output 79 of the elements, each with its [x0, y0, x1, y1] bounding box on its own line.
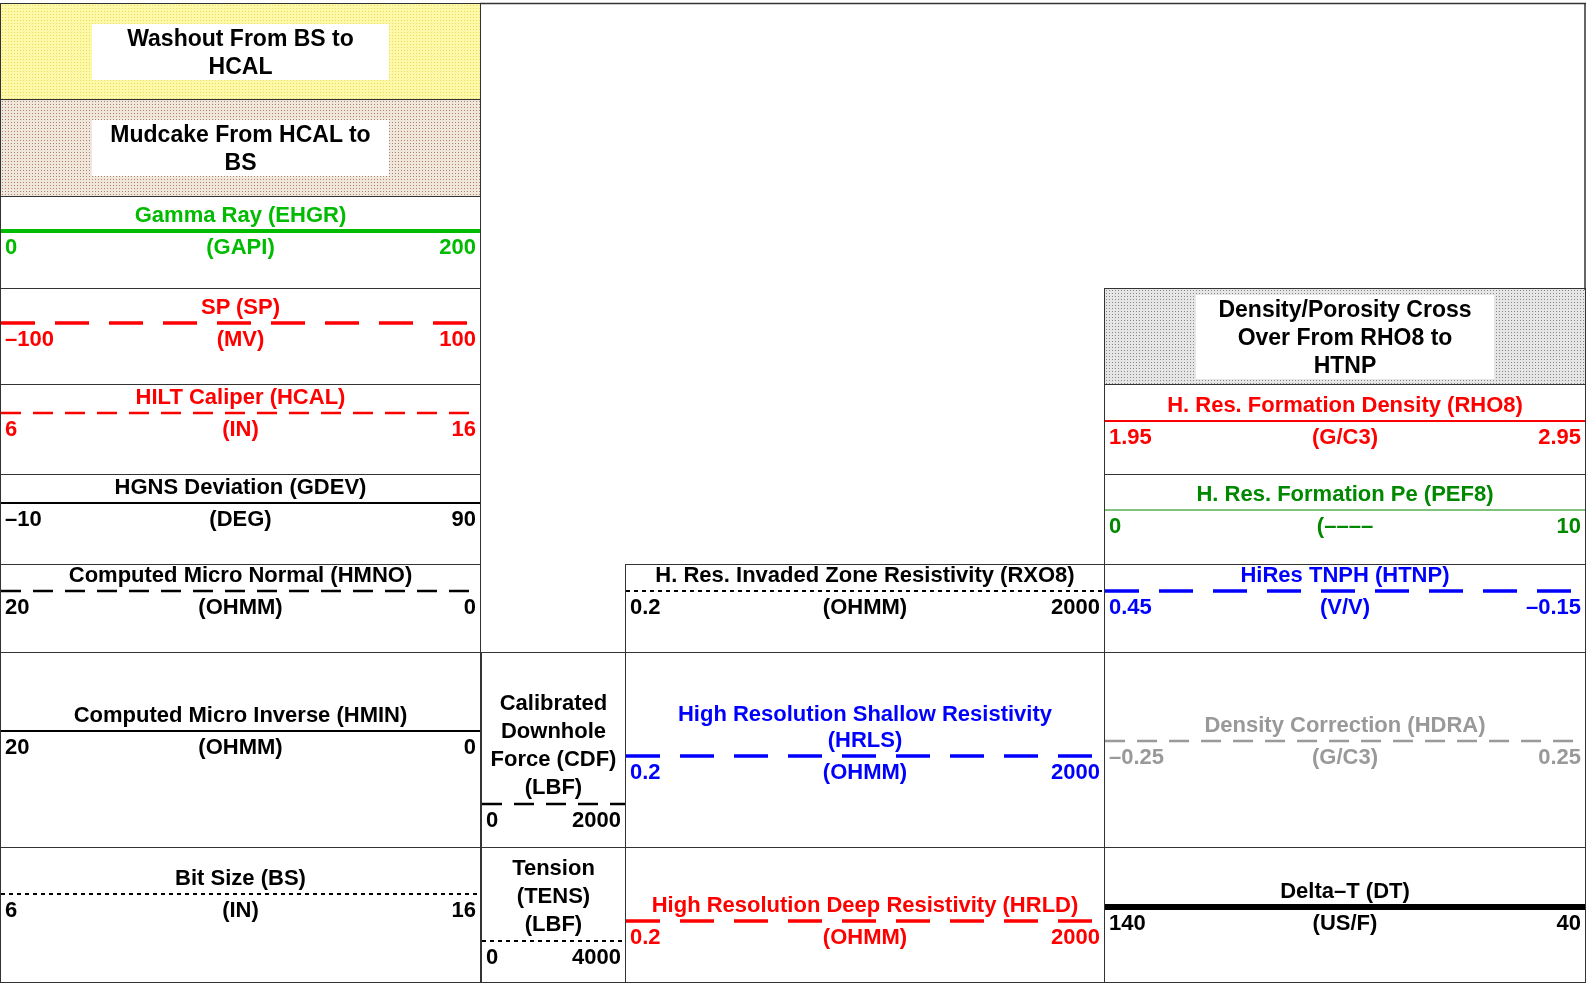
scale-value: 16 [451, 897, 476, 923]
scale-value: 0.2 [630, 924, 661, 950]
scale-value: 0 [463, 594, 476, 620]
curve-title: High Resolution Deep Resistivity (HRLD) [650, 892, 1080, 918]
curve-title: HiRes TNPH (HTNP) [1239, 562, 1451, 588]
unit-label: (OHMM) [198, 594, 283, 620]
track-header-cell [0, 196, 481, 289]
scale-value: 0 [486, 807, 499, 833]
scale-value: 6 [5, 897, 18, 923]
scale-value: 4000 [572, 944, 621, 970]
unit-label: (GAPI) [206, 234, 275, 260]
scale-value: 20 [5, 594, 30, 620]
fill-label: Washout From BS to HCAL [92, 23, 389, 80]
unit-label: (DEG) [209, 506, 272, 532]
track-header-cell [1104, 384, 1586, 475]
scale-value: 2000 [572, 807, 621, 833]
scale-value: 0 [5, 234, 18, 260]
fill-label: Mudcake From HCAL to BS [92, 120, 389, 176]
scale-value: 6 [5, 416, 18, 442]
pattern-fill-panel [1104, 288, 1586, 385]
scale-value: –0.15 [1525, 594, 1581, 620]
curve-title: Calibrated Downhole Force (CDF) (LBF) [489, 689, 618, 801]
curve-title: Delta–T (DT) [1279, 878, 1411, 904]
unit-label: (OHMM) [822, 594, 908, 620]
curve-title: Computed Micro Normal (HMNO) [67, 562, 414, 588]
unit-label: (–––– [1316, 513, 1374, 539]
scale-value: 16 [451, 416, 476, 442]
curve-title: Density Correction (HDRA) [1203, 712, 1487, 738]
curve-title: H. Res. Formation Density (RHO8) [1166, 392, 1524, 418]
scale-value: 90 [451, 506, 476, 532]
scale-value: 0.45 [1109, 594, 1152, 620]
track-header-cell [0, 474, 481, 565]
scale-value: –100 [5, 326, 54, 352]
curve-title: HILT Caliper (HCAL) [134, 384, 347, 410]
scale-value: 10 [1556, 513, 1581, 539]
scale-value: 40 [1556, 910, 1581, 936]
pattern-fill-panel [0, 99, 481, 197]
curve-title: HGNS Deviation (GDEV) [113, 474, 368, 500]
scale-value: 200 [439, 234, 476, 260]
scale-value: –0.25 [1109, 744, 1165, 770]
unit-label: (OHMM) [198, 734, 283, 760]
pattern-fill-panel [0, 3, 481, 100]
scale-value: 20 [5, 734, 30, 760]
unit-label: (OHMM) [822, 924, 908, 950]
scale-value: 2000 [1051, 594, 1100, 620]
scale-value: 100 [439, 326, 476, 352]
scale-value: 0 [463, 734, 476, 760]
unit-label: (G/C3) [1312, 424, 1378, 450]
curve-title: Gamma Ray (EHGR) [133, 202, 348, 228]
track-header-cell [0, 564, 481, 653]
scale-value: 0 [1109, 513, 1122, 539]
curve-title: H. Res. Formation Pe (PEF8) [1195, 481, 1495, 507]
unit-label: (US/F) [1312, 910, 1378, 936]
unit-label: (V/V) [1319, 594, 1371, 620]
unit-label: (OHMM) [822, 759, 908, 785]
track-header-cell [1104, 474, 1586, 565]
scale-value: 2.95 [1538, 424, 1581, 450]
curve-title: Bit Size (BS) [174, 865, 307, 891]
scale-value: 0.2 [630, 594, 661, 620]
unit-label: (G/C3) [1312, 744, 1378, 770]
fill-label: Density/Porosity Cross Over From RHO8 to HTNP [1196, 294, 1494, 379]
track-header-cell [0, 288, 481, 385]
scale-value: 0.25 [1538, 744, 1581, 770]
unit-label: (IN) [222, 416, 259, 442]
track-header-cell [0, 384, 481, 475]
curve-title: Computed Micro Inverse (HMIN) [72, 702, 409, 728]
curve-title: SP (SP) [199, 294, 282, 320]
scale-value: 140 [1109, 910, 1146, 936]
scale-value: 0 [486, 944, 499, 970]
curve-title: H. Res. Invaded Zone Resistivity (RXO8) [654, 562, 1076, 588]
unit-label: (IN) [222, 897, 259, 923]
scale-value: 0.2 [630, 759, 661, 785]
scale-value: 2000 [1051, 759, 1100, 785]
curve-title: Tension (TENS) (LBF) [511, 854, 596, 938]
unit-label: (MV) [216, 326, 265, 352]
scale-value: –10 [5, 506, 42, 532]
scale-value: 1.95 [1109, 424, 1152, 450]
curve-title: High Resolution Shallow Resistivity (HRLS) [676, 701, 1054, 753]
scale-value: 2000 [1051, 924, 1100, 950]
